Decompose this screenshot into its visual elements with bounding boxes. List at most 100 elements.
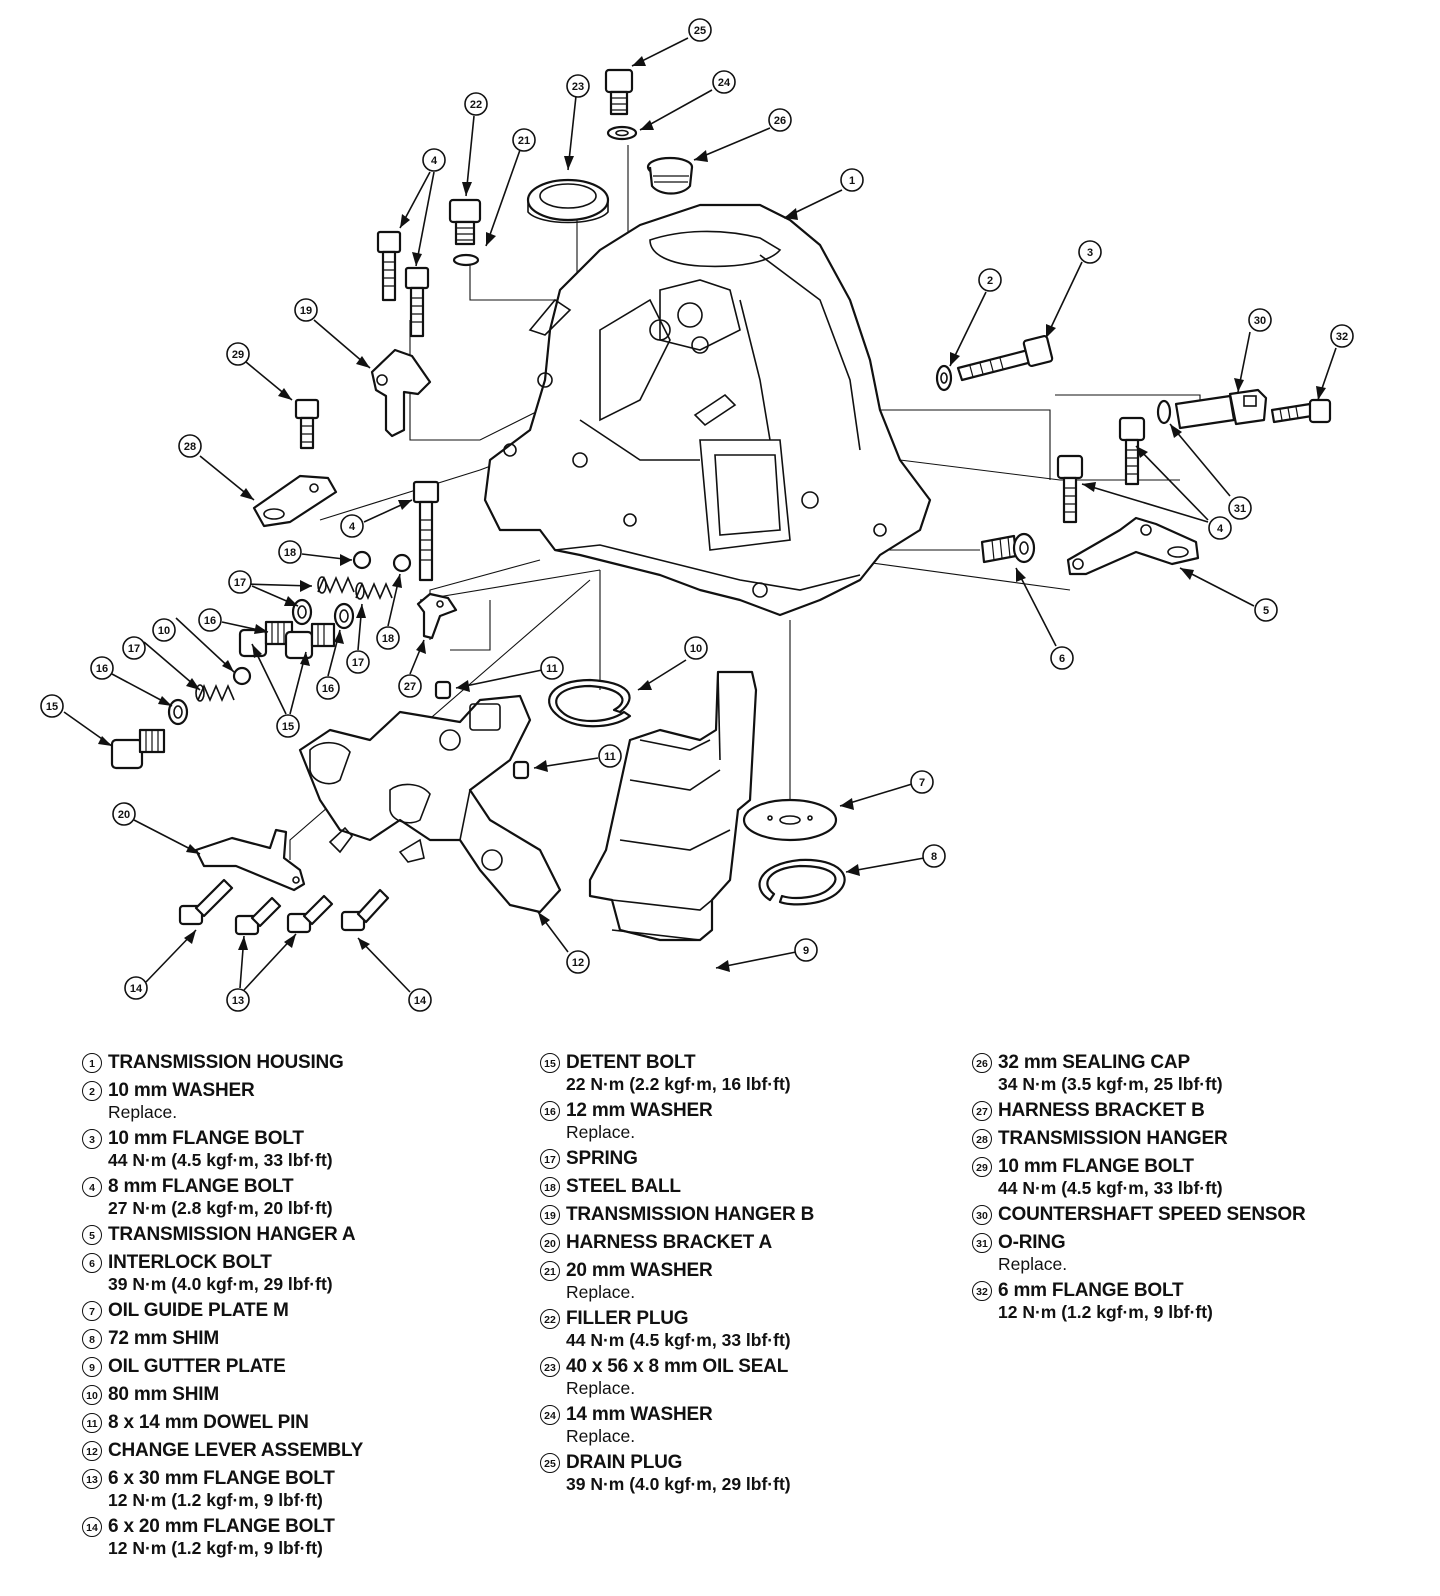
legend-item-spec: 44 N·m (4.5 kgf·m, 33 lbf·ft)	[108, 1150, 333, 1170]
legend-item-title: DETENT BOLT	[566, 1052, 696, 1073]
callout-3-label: 3	[1087, 247, 1093, 259]
legend-item-number: 17	[540, 1149, 560, 1169]
legend-item-number: 30	[972, 1205, 992, 1225]
callout-11-lower-label: 11	[604, 751, 616, 763]
legend-item-number: 7	[82, 1301, 102, 1321]
callout-12: 12	[566, 950, 590, 974]
steel-ball-lower	[232, 666, 252, 686]
steel-ball-upper-left	[352, 550, 372, 570]
legend-item-number: 28	[972, 1129, 992, 1149]
legend-item-number: 10	[82, 1385, 102, 1405]
drain-plug	[604, 68, 634, 116]
callout-23: 23	[566, 74, 590, 98]
callout-7-label: 7	[919, 777, 925, 789]
o-ring	[1156, 399, 1172, 425]
legend-item-title: TRANSMISSION HANGER	[998, 1128, 1228, 1149]
callout-4-top: 4	[422, 148, 446, 172]
callout-14-right-label: 14	[414, 995, 427, 1007]
flange-bolt-14-left	[178, 878, 234, 926]
callout-15-center: 15	[276, 714, 300, 738]
legend-item-title: 12 mm WASHER	[566, 1100, 713, 1121]
callout-10-left-label: 10	[158, 625, 170, 637]
legend-item-text: 80 mm SHIM	[108, 1384, 219, 1406]
legend-item-title: 20 mm WASHER	[566, 1260, 713, 1281]
callout-12-label: 12	[572, 957, 584, 969]
legend-item-text: 8 x 14 mm DOWEL PIN	[108, 1412, 309, 1434]
callout-17-center-label: 17	[352, 657, 364, 669]
filler-plug-washer	[452, 253, 480, 267]
callout-21: 21	[512, 128, 536, 152]
legend-item-spec: Replace.	[566, 1378, 636, 1398]
callout-29-label: 29	[232, 349, 244, 361]
flange-bolt-center	[412, 480, 440, 582]
callout-6: 6	[1050, 646, 1074, 670]
legend-item-number: 4	[82, 1177, 102, 1197]
shim-80mm	[548, 678, 632, 728]
legend-item-spec: 22 N·m (2.2 kgf·m, 16 lbf·ft)	[566, 1074, 791, 1094]
legend-item-text: COUNTERSHAFT SPEED SENSOR	[998, 1204, 1306, 1226]
spring-upper-right	[355, 581, 393, 601]
callout-10-diagram-label: 10	[690, 643, 702, 655]
legend-item-title: HARNESS BRACKET B	[998, 1100, 1205, 1121]
callout-16-upper: 16	[198, 608, 222, 632]
legend-item-title: SPRING	[566, 1148, 638, 1169]
alignment-guides	[289, 145, 1201, 860]
shim-72mm	[758, 858, 846, 906]
callout-10-diagram: 10	[684, 636, 708, 660]
callout-28-label: 28	[184, 441, 196, 453]
spring-upper-left	[317, 575, 355, 595]
legend-item-text: HARNESS BRACKET A	[566, 1232, 772, 1254]
callout-16-center: 16	[316, 676, 340, 700]
legend-item-number: 18	[540, 1177, 560, 1197]
callout-3: 3	[1078, 240, 1102, 264]
legend-item-title: 14 mm WASHER	[566, 1404, 713, 1425]
filler-plug	[448, 198, 482, 246]
legend-item-number: 14	[82, 1517, 102, 1537]
callout-4-right: 4	[1208, 516, 1232, 540]
legend-item-number: 20	[540, 1233, 560, 1253]
legend-item: 30 COUNTERSHAFT SPEED SENSOR	[972, 1204, 1306, 1226]
legend-item-title: 6 mm FLANGE BOLT	[998, 1280, 1184, 1301]
legend-item-number: 26	[972, 1053, 992, 1073]
legend-item-text: CHANGE LEVER ASSEMBLY	[108, 1440, 363, 1462]
callout-2-label: 2	[987, 275, 993, 287]
flange-bolt-14-right	[340, 888, 390, 932]
callout-30-label: 30	[1254, 315, 1266, 327]
callout-9: 9	[794, 938, 818, 962]
callout-4-center: 4	[340, 514, 364, 538]
legend-item-text: SPRING	[566, 1148, 638, 1170]
legend-item-text: TRANSMISSION HOUSING	[108, 1052, 344, 1074]
legend-item-number: 31	[972, 1233, 992, 1253]
callout-30: 30	[1248, 308, 1272, 332]
legend-item-text: TRANSMISSION HANGER	[998, 1128, 1228, 1150]
legend-item-title: 40 x 56 x 8 mm OIL SEAL	[566, 1356, 789, 1377]
legend-item-number: 15	[540, 1053, 560, 1073]
legend-item-spec: 44 N·m (4.5 kgf·m, 33 lbf·ft)	[566, 1330, 791, 1350]
callout-8: 8	[922, 844, 946, 868]
callout-10-left: 10	[152, 618, 176, 642]
spring-lower	[195, 683, 235, 703]
callout-13-label: 13	[232, 995, 244, 1007]
legend-item-spec: 44 N·m (4.5 kgf·m, 33 lbf·ft)	[998, 1178, 1223, 1198]
legend-item-spec: 39 N·m (4.0 kgf·m, 29 lbf·ft)	[566, 1474, 791, 1494]
callout-15-left-label: 15	[46, 701, 58, 713]
callout-7: 7	[910, 770, 934, 794]
interlock-bolt	[980, 532, 1036, 564]
callout-20-label: 20	[118, 809, 130, 821]
callout-28: 28	[178, 434, 202, 458]
callout-11-upper: 11	[540, 656, 564, 680]
callout-1-label: 1	[849, 175, 855, 187]
callout-5-label: 5	[1263, 605, 1269, 617]
legend-item-number: 3	[82, 1129, 102, 1149]
legend-item-title: DRAIN PLUG	[566, 1452, 683, 1473]
callout-17-left-label: 17	[128, 643, 140, 655]
